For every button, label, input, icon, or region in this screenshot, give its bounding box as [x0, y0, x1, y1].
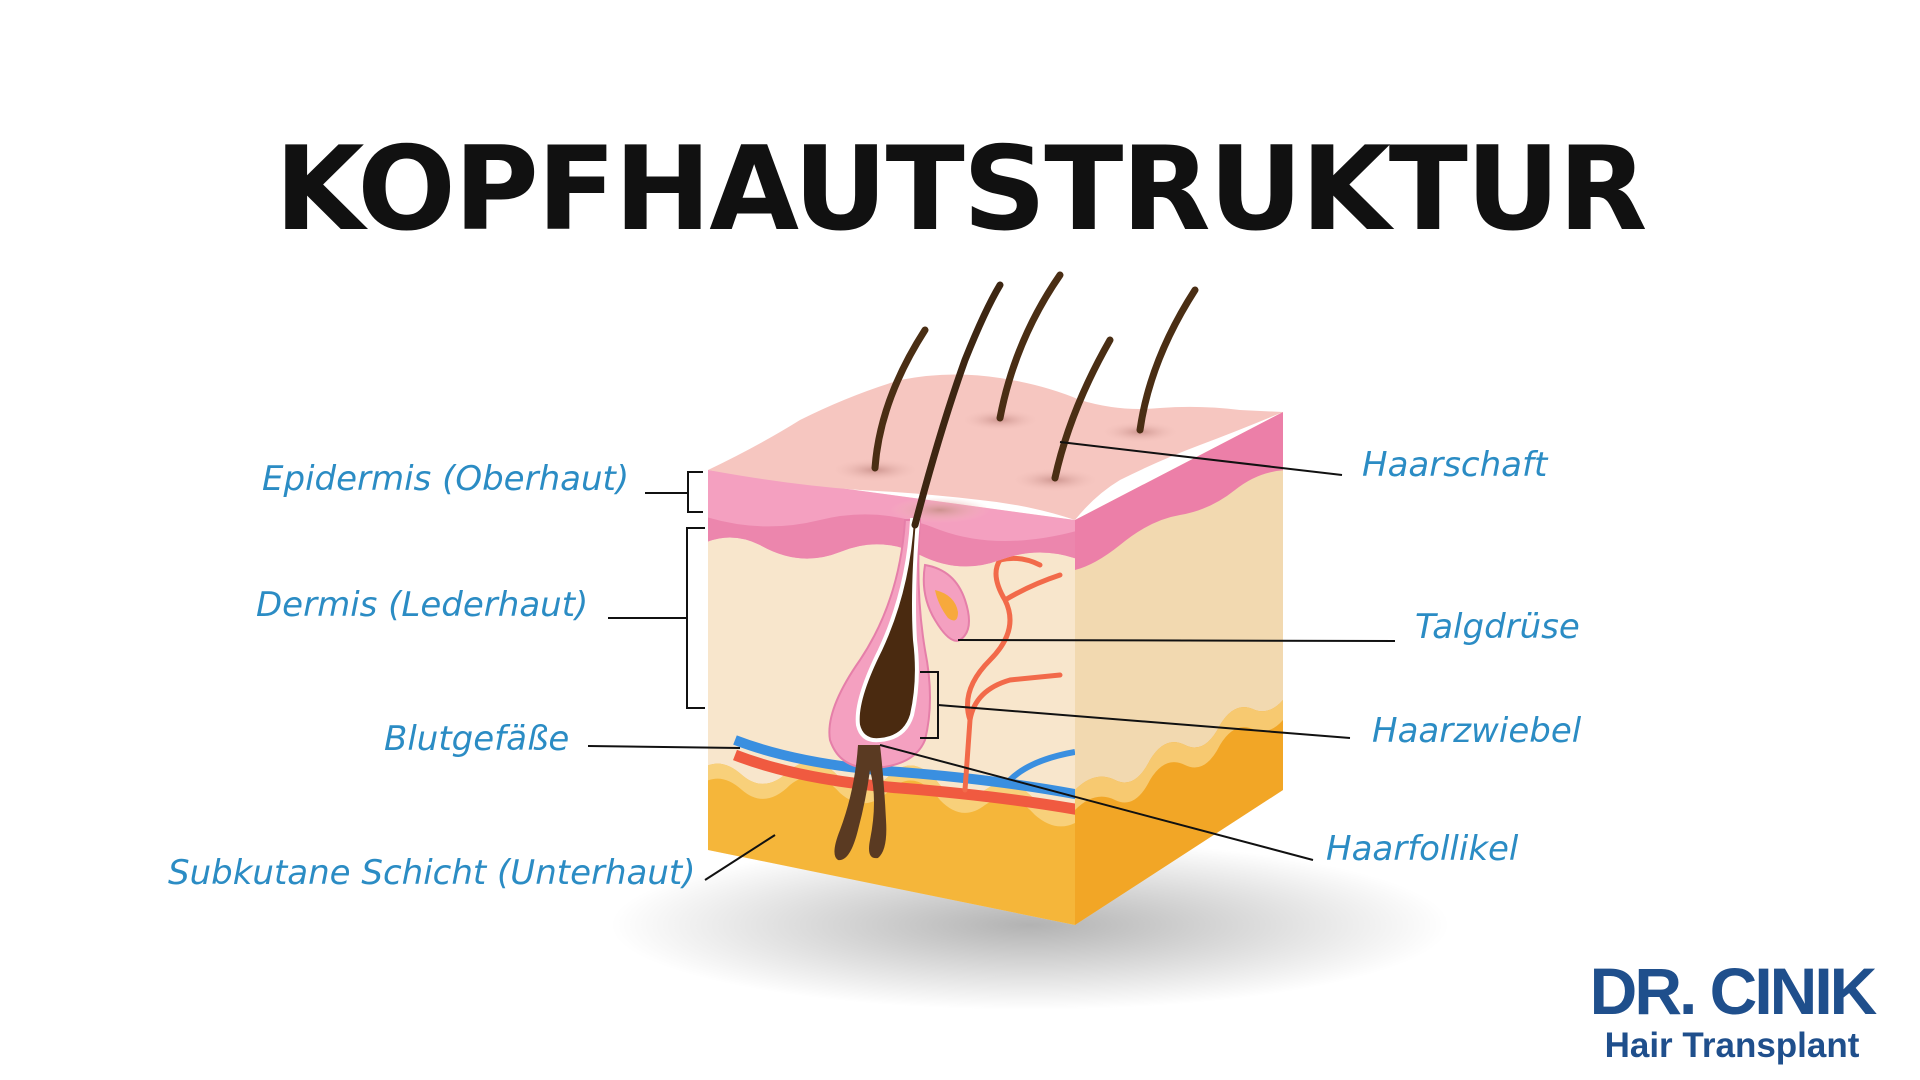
- label-hair-shaft: Haarschaft: [1362, 445, 1548, 485]
- leader-lines: [587, 441, 1396, 881]
- vein-branch: [1007, 749, 1075, 783]
- surface-hair: [871, 326, 929, 472]
- surface-hairs: [871, 271, 1199, 482]
- brand-logo: DR. CINIK Hair Transplant: [1572, 958, 1892, 1063]
- logo-name: DR. CINIK: [1589, 954, 1878, 1028]
- page-title: KOPFHAUTSTRUKTUR: [274, 122, 1648, 257]
- surface-hair: [1136, 286, 1199, 434]
- dermal-papilla: [834, 745, 887, 861]
- label-hair-follicle: Haarfollikel: [1326, 829, 1519, 869]
- side-subcutaneous: [1075, 700, 1283, 925]
- label-subcutaneous: Subkutane Schicht (Unterhaut): [168, 853, 696, 893]
- sebaceous-leader: [957, 639, 1396, 642]
- surface-hair: [1051, 336, 1114, 482]
- label-dermis: Dermis (Lederhaut): [256, 585, 589, 625]
- artery-front: [733, 749, 1075, 816]
- block-shadow: [610, 840, 1450, 1010]
- main-hair-shaft: [911, 281, 1004, 529]
- top-face-skin: [708, 374, 1283, 520]
- logo-subtitle: Hair Transplant: [1604, 1026, 1860, 1065]
- hair-root: [855, 518, 921, 743]
- label-blood-vessels: Blutgefäße: [384, 719, 570, 759]
- surface-hair: [996, 271, 1064, 422]
- sebaceous-core: [935, 590, 958, 621]
- label-epidermis: Epidermis (Oberhaut): [262, 459, 630, 499]
- subcutaneous-leader: [704, 834, 776, 881]
- label-hair-bulb: Haarzwiebel: [1372, 711, 1582, 751]
- epidermis-darker-edge: [708, 514, 1075, 567]
- hair-shaft-leader: [1059, 441, 1343, 476]
- epidermis-bracket: [687, 471, 703, 513]
- dermis-bracket: [686, 527, 705, 709]
- hair-bulb-leader: [937, 704, 1351, 739]
- label-sebaceous-gland: Talgdrüse: [1415, 607, 1580, 647]
- capillary-branches: [962, 532, 1063, 793]
- vein-front: [733, 735, 1075, 800]
- blood-vessels-leader: [587, 745, 741, 749]
- hair-follicle-leader: [879, 744, 1314, 861]
